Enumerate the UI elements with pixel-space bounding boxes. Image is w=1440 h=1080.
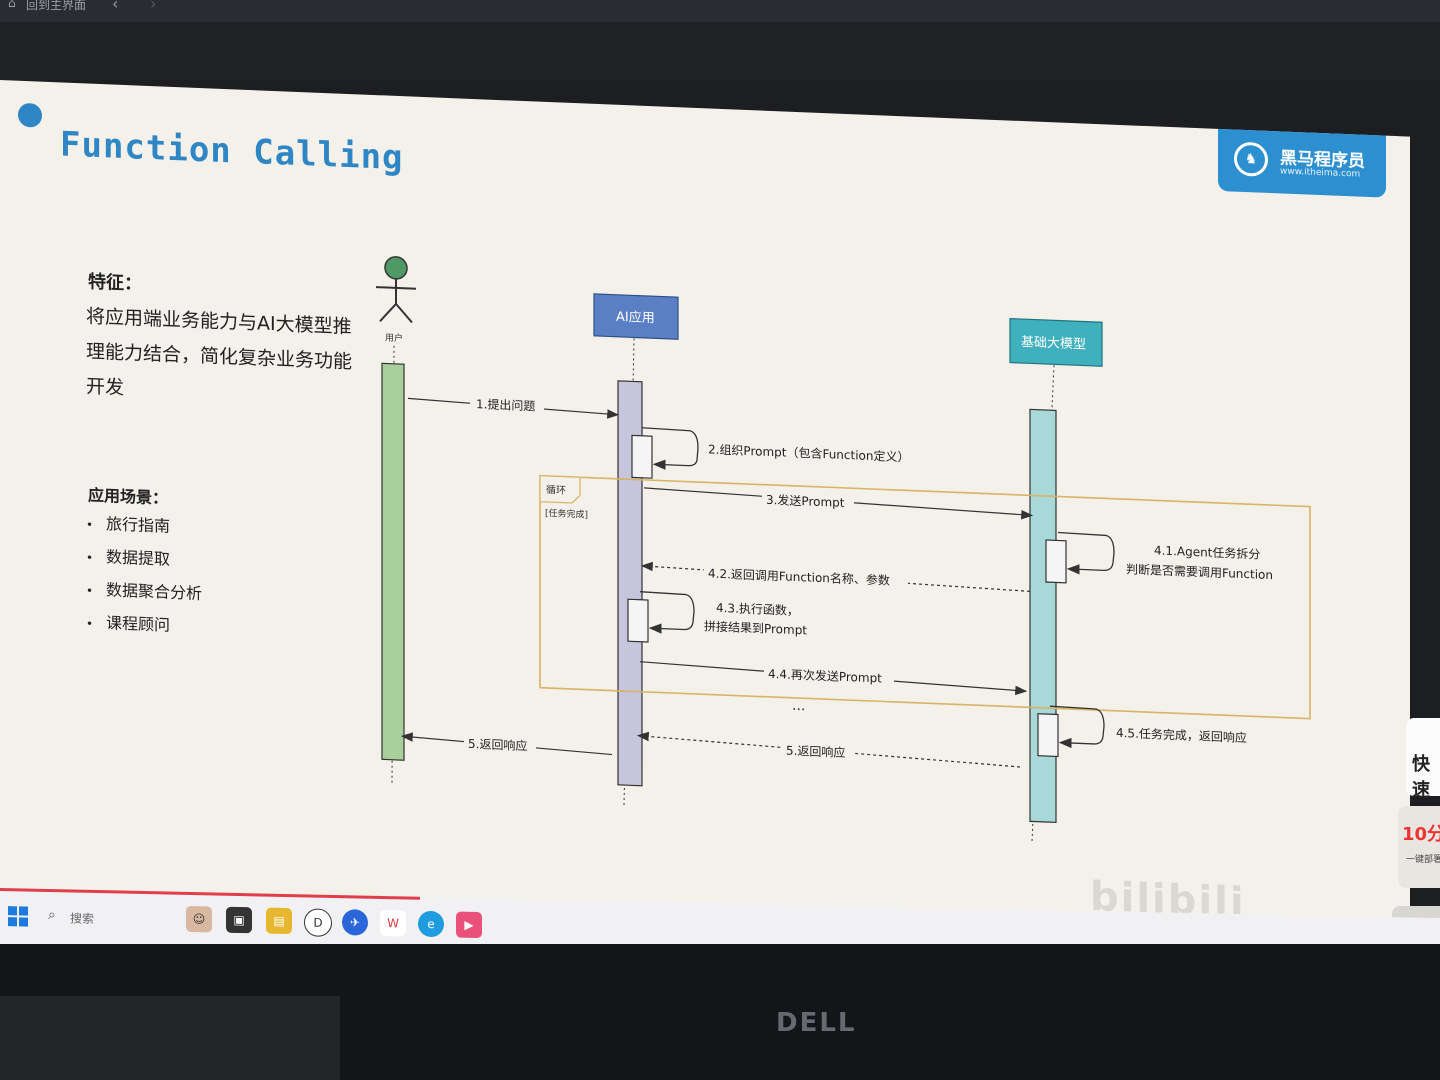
side-widget-label: 快速 [1412, 754, 1430, 801]
app-activation-bar [617, 380, 643, 787]
promo-text: 10分 [1402, 824, 1440, 845]
message-arrow-43 [639, 591, 695, 634]
message-label-42: 4.2.返回调用Function名称、参数 [708, 565, 890, 587]
ellipsis: ... [792, 698, 805, 715]
label-bg [470, 394, 544, 414]
llm-actor-label: 基础大模型 [1021, 335, 1086, 353]
llm-self-activation [1045, 539, 1067, 584]
message-arrow-5a [636, 731, 1021, 768]
message-label-41b: 判断是否需要调用Function [1126, 561, 1273, 582]
browser-topbar: ⌂ 回到主界面 ‹ › [0, 0, 1440, 22]
app-actor-box [593, 293, 679, 340]
label-bg [764, 664, 894, 686]
message-label-44: 4.4.再次发送Prompt [768, 666, 882, 686]
side-widget-promo[interactable]: 10分 一键部署 [1398, 806, 1440, 888]
user-activation-bar [381, 362, 405, 761]
home-icon[interactable]: ⌂ [8, 0, 16, 10]
search-icon: ⌕ [48, 907, 56, 924]
windows-start-icon[interactable] [8, 906, 28, 927]
dell-app-icon[interactable]: D [304, 908, 332, 937]
message-label-41a: 4.1.Agent任务拆分 [1154, 542, 1260, 561]
loop-tab [539, 475, 581, 504]
promo-subtext: 一键部署 [1406, 855, 1440, 865]
message-label-5b: 5.返回响应 [468, 736, 527, 753]
taskbar-search[interactable]: ⌕ 搜索 [40, 903, 180, 934]
back-button[interactable]: ‹ [112, 0, 119, 13]
message-label-43b: 拼接结果到Prompt [704, 618, 807, 637]
dell-logo: DELL [776, 1008, 857, 1038]
wps-icon[interactable]: W [380, 909, 406, 937]
message-label-5a: 5.返回响应 [786, 743, 845, 760]
message-label-3: 3.发送Prompt [766, 492, 845, 510]
label-bg [704, 564, 908, 589]
app-actor-label: AI应用 [616, 309, 655, 327]
file-explorer-icon[interactable]: ▤ [266, 907, 292, 935]
label-bg [464, 734, 536, 754]
sequence-diagram: 用户 AI应用 基础大模型 循环 [任务完成] 1.提出问题 2.组织Promp… [376, 256, 1311, 842]
loop-frame [539, 474, 1311, 720]
task-view-icon[interactable]: ▣ [226, 906, 252, 934]
user-actor-icon [376, 256, 416, 324]
label-bg [782, 741, 854, 761]
slide: Function Calling ♞ 黑马程序员 www.itheima.com… [0, 80, 1410, 947]
widget-avatar-icon[interactable]: ☺ [186, 905, 212, 933]
llm-self-activation-2 [1037, 713, 1059, 758]
user-label: 用户 [385, 331, 403, 344]
app-self-activation-2 [627, 598, 649, 643]
message-label-2: 2.组织Prompt（包含Function定义） [708, 441, 909, 464]
llm-actor-box [1009, 317, 1103, 367]
message-arrow-45 [1049, 705, 1105, 749]
app-self-activation [631, 434, 653, 479]
search-placeholder: 搜索 [70, 911, 95, 926]
edge-browser-icon[interactable]: e [418, 910, 444, 938]
forward-button[interactable]: › [150, 0, 157, 13]
message-label-43a: 4.3.执行函数， [716, 600, 799, 618]
home-link[interactable]: 回到主界面 [26, 0, 87, 12]
feishu-icon[interactable]: ✈ [342, 909, 368, 936]
message-arrow-41 [1057, 531, 1115, 575]
message-arrow-2 [641, 427, 699, 470]
loop-guard: [任务完成] [545, 507, 588, 521]
bilibili-app-icon[interactable]: ▶ [456, 911, 482, 939]
window-gap [0, 22, 1440, 80]
label-bg [762, 490, 854, 511]
llm-activation-bar [1029, 408, 1057, 824]
message-label-45: 4.5.任务完成，返回响应 [1116, 725, 1247, 745]
loop-label: 循环 [546, 483, 566, 497]
message-label-1: 1.提出问题 [476, 396, 535, 413]
desk-reflection [0, 996, 340, 1080]
side-widget-quick[interactable]: 快速 [1406, 718, 1440, 801]
